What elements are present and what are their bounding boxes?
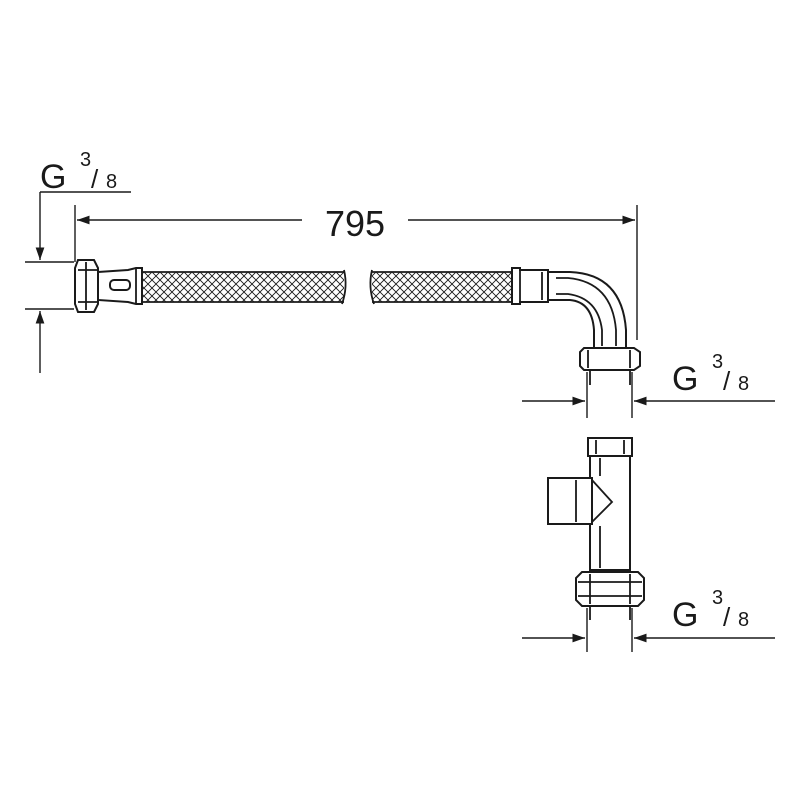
elbow-pipe (547, 271, 627, 349)
thread-label-left: G 3 / 8 (25, 149, 131, 373)
braided-hose-right (369, 269, 512, 305)
thread-numerator: 3 (712, 587, 723, 609)
thread-label-elbow: G 3 / 8 (522, 351, 775, 418)
tee-fitting (547, 437, 645, 620)
thread-numerator: 3 (712, 351, 723, 373)
thread-denominator: 8 (738, 373, 749, 395)
elbow-nut (579, 347, 641, 371)
braided-hose-left (142, 269, 347, 305)
ferrule-slot (109, 279, 131, 291)
thread-slash: / (723, 366, 731, 396)
length-dimension: 795 (74, 203, 638, 340)
thread-letter: G (672, 360, 698, 398)
thread-denominator: 8 (106, 171, 117, 193)
thread-slash: / (91, 164, 99, 194)
thread-numerator: 3 (80, 149, 91, 171)
thread-label-tee: G 3 / 8 (522, 587, 775, 652)
hose-assembly (74, 259, 641, 385)
thread-letter: G (672, 596, 698, 634)
thread-slash: / (723, 602, 731, 632)
left-nut (74, 259, 99, 313)
tee-side-branch (547, 477, 593, 525)
left-ferrule (97, 267, 143, 305)
length-label: 795 (325, 203, 385, 244)
right-ferrule (511, 267, 549, 305)
tee-top-collar (587, 437, 633, 457)
thread-denominator: 8 (738, 609, 749, 631)
thread-letter: G (40, 158, 66, 196)
tee-body (589, 455, 631, 571)
tee-bottom-nut (575, 571, 645, 607)
